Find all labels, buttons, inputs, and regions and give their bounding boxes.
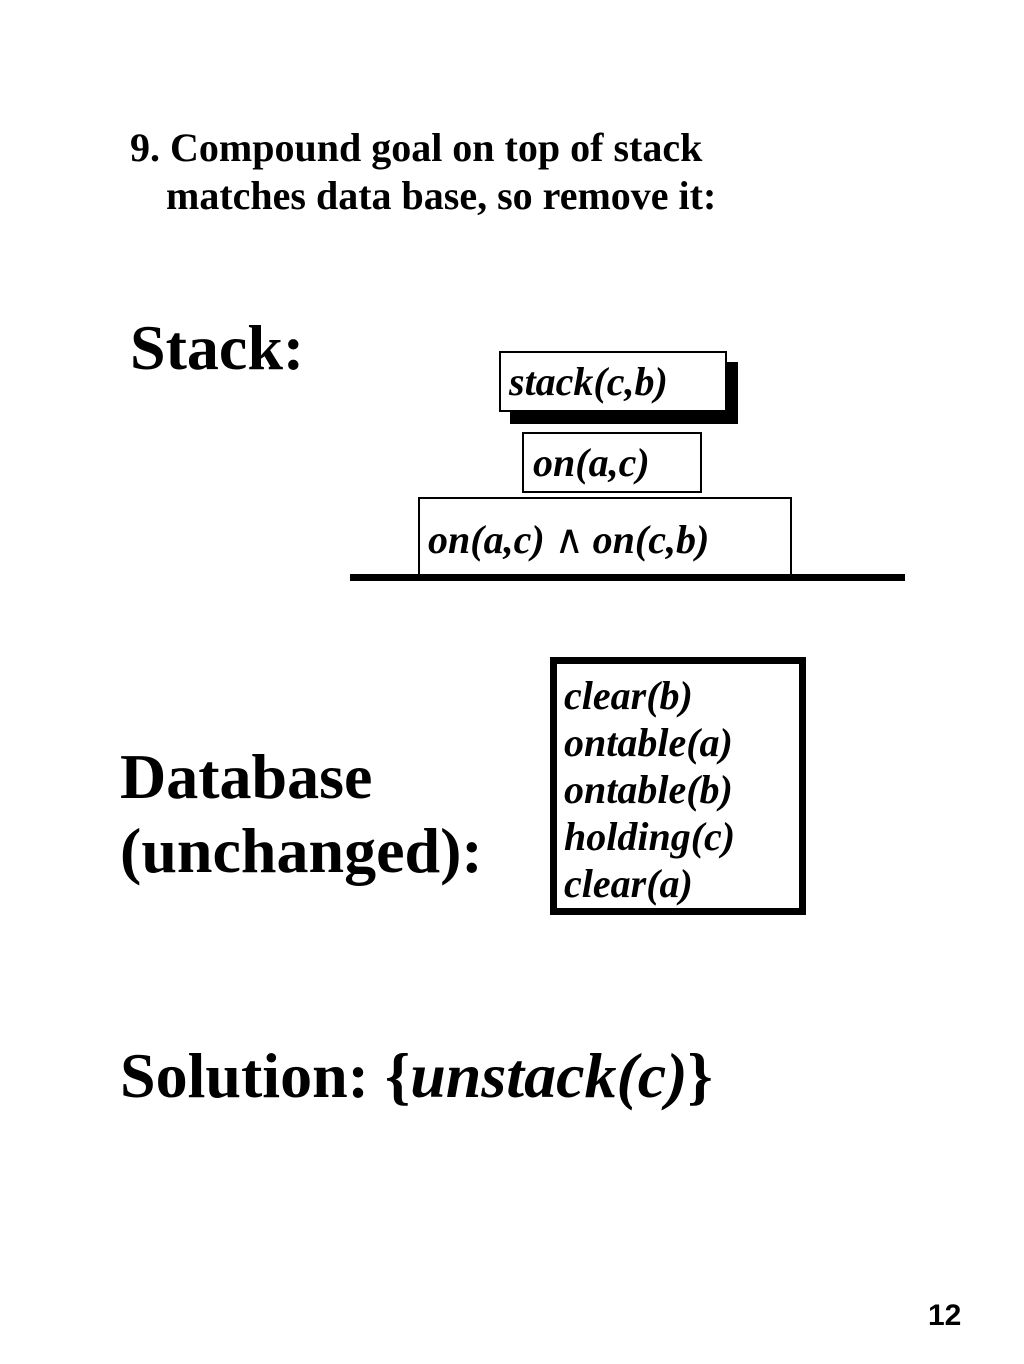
solution-value: unstack(c) [410,1040,688,1111]
stack-item-middle: on(a,c) [522,432,702,493]
heading-line-2: matches data base, so remove it: [166,173,717,218]
database-fact: clear(b) [564,673,693,718]
database-label-line-1: Database [120,741,373,812]
database-fact: ontable(b) [564,767,733,812]
database-label: Database (unchanged): [120,740,483,888]
stack-item-top-text: stack(c,b) [509,359,668,404]
heading-line-1: 9. Compound goal on top of stack [130,125,703,170]
database-label-line-2: (unchanged): [120,815,483,886]
stack-item-top: stack(c,b) [499,351,727,412]
database-fact: holding(c) [564,814,736,859]
solution-close-brace: } [687,1040,713,1111]
conjunction-symbol: ∧ [554,517,584,562]
database-box: clear(b) ontable(a) ontable(b) holding(c… [550,657,806,915]
stack-item-middle-text: on(a,c) [533,440,650,485]
stack-label: Stack: [130,312,305,383]
stack-base-line [350,574,905,581]
slide-heading: 9. Compound goal on top of stack matches… [130,124,716,220]
database-fact: ontable(a) [564,720,733,765]
solution-label: Solution: { [120,1040,411,1111]
stack-item-bottom: on(a,c) ∧ on(c,b) [418,497,792,577]
database-fact: clear(a) [564,861,693,906]
solution-line: Solution: {unstack(c)} [120,1036,713,1116]
compound-goal-right: on(c,b) [592,517,710,562]
page-number: 12 [928,1299,962,1332]
compound-goal-left: on(a,c) [428,517,545,562]
